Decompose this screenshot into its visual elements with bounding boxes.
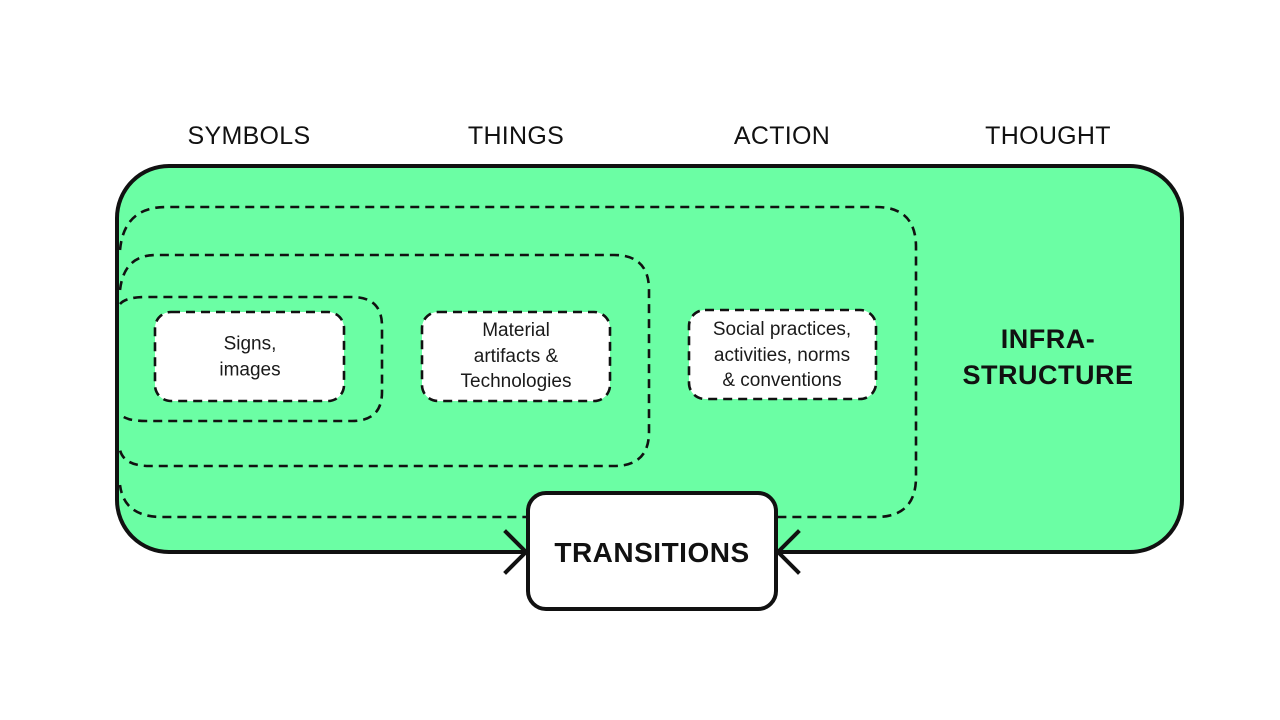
action-node-line: Social practices, [712, 318, 852, 340]
things-node-text: Material artifacts & Technologies [461, 318, 572, 395]
symbols-node-box [153, 310, 346, 403]
action-node-box [687, 308, 878, 401]
things-node-line: Technologies [460, 370, 572, 392]
action-node-text: Social practices, activities, norms & co… [713, 317, 851, 394]
column-label-thought: THOUGHT [985, 122, 1111, 150]
transitions-box [526, 491, 778, 611]
things-node-box [420, 310, 612, 403]
infrastructure-label-line: INFRA- [1000, 324, 1096, 354]
arrow-right-chevron-icon [775, 529, 801, 575]
things-node-line: artifacts & [473, 345, 559, 367]
infrastructure-label-line: STRUCTURE [962, 360, 1134, 390]
arrow-left-chevron-icon [503, 529, 529, 575]
column-label-things: THINGS [467, 122, 565, 150]
infrastructure-label: INFRA- STRUCTURE [963, 321, 1134, 393]
symbols-node-line: Signs, [223, 333, 277, 355]
things-node-line: Material [482, 319, 550, 341]
symbols-node-line: images [219, 359, 281, 380]
action-node-line: activities, norms [713, 344, 851, 366]
thought-ring [118, 205, 918, 519]
symbols-node-text: Signs, images [219, 332, 280, 383]
transitions-label: TRANSITIONS [554, 537, 750, 568]
column-label-symbols: SYMBOLS [187, 122, 311, 150]
things-ring [119, 295, 384, 423]
column-label-action: ACTION [733, 122, 831, 150]
action-node-line: & conventions [722, 369, 842, 391]
